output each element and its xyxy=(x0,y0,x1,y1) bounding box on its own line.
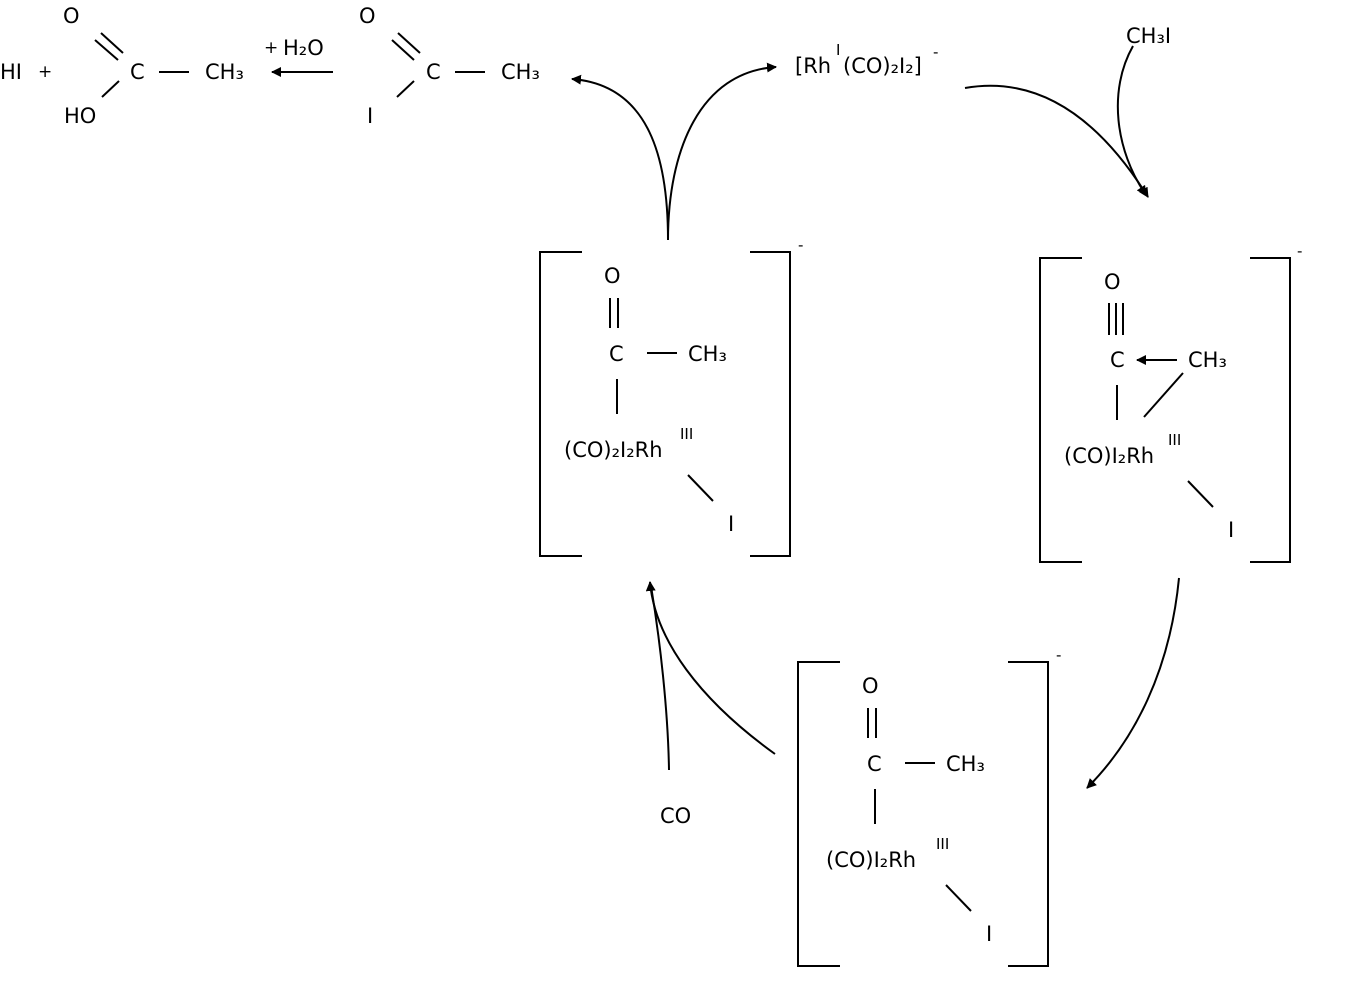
left-bracket xyxy=(539,251,582,557)
acid-hydroxyl: HO xyxy=(64,104,96,128)
acyl-oxygen: O xyxy=(604,264,621,288)
acyl-methyl: CH₃ xyxy=(688,342,727,366)
methyl-rh-bond xyxy=(1143,372,1184,418)
acyl-carbon: C xyxy=(867,752,882,776)
carbonyl-oxygen: O xyxy=(1104,270,1121,294)
iodide-ligand: I xyxy=(1228,518,1234,542)
co-coordination-arrow xyxy=(645,581,776,755)
methyl-iodide-reagent: CH₃I xyxy=(1126,24,1171,48)
complex-charge: - xyxy=(1297,242,1302,260)
rhodium-catalyst: [Rh I (CO)₂I₂] - xyxy=(795,41,938,78)
acyl-complex: - O C CH₃ (CO)I₂Rh III I xyxy=(797,646,1061,967)
rhodium-center: (CO)₂I₂Rh xyxy=(564,438,663,462)
hydrolysis-step: + H₂O xyxy=(264,36,333,77)
catalyst-label-end: (CO)₂I₂] xyxy=(843,54,922,78)
acetyl-c-i-bond xyxy=(396,80,415,98)
acetyl-iodine: I xyxy=(367,104,373,128)
rh-i-bond xyxy=(687,474,714,502)
rhodium-center: (CO)I₂Rh xyxy=(826,848,916,872)
catalyst-charge: - xyxy=(933,43,938,61)
methyl-carbonyl-complex: - O C CH₃ (CO)I₂Rh III I xyxy=(1039,242,1302,563)
rh-i-bond xyxy=(1187,480,1214,508)
water-plus-sign: + xyxy=(264,38,278,58)
rhodium-oxidation-state: III xyxy=(1168,431,1181,449)
right-bracket xyxy=(1008,661,1049,967)
acyl-oxygen: O xyxy=(862,674,879,698)
right-bracket xyxy=(1250,257,1291,563)
right-bracket xyxy=(750,251,791,557)
acid-methyl: CH₃ xyxy=(205,60,244,84)
acid-double-bond-b xyxy=(100,32,124,54)
rhodium-oxidation-state: III xyxy=(936,835,949,853)
rhodium-oxidation-state: III xyxy=(680,425,693,443)
carbonyl-carbon: C xyxy=(1110,348,1125,372)
acid-c-oh-bond xyxy=(101,80,120,98)
iodide-ligand: I xyxy=(728,512,734,536)
acetyl-double-bond-b xyxy=(397,32,421,54)
acetyl-carbon: C xyxy=(426,60,441,84)
rhodium-center: (CO)I₂Rh xyxy=(1064,444,1154,468)
acetyl-iodide: O C CH₃ I xyxy=(359,4,540,128)
iodide-ligand: I xyxy=(986,922,992,946)
hydrogen-iodide: HI xyxy=(0,60,22,84)
co-entry-line xyxy=(650,585,670,771)
left-bracket xyxy=(1039,257,1082,563)
plus-sign: + xyxy=(38,62,52,82)
acyl-methyl: CH₃ xyxy=(946,752,985,776)
oxidative-addition-arrow xyxy=(964,84,1149,198)
catalyst-label-start: [Rh xyxy=(795,54,831,78)
migrating-methyl: CH₃ xyxy=(1188,348,1227,372)
acid-carbon: C xyxy=(130,60,145,84)
carbon-monoxide-reagent: CO xyxy=(660,804,691,828)
complex-charge: - xyxy=(1056,646,1061,664)
rh-i-bond xyxy=(945,884,972,912)
migratory-insertion-arrow xyxy=(1086,577,1180,789)
catalyst-oxidation-state: I xyxy=(836,41,840,59)
reductive-elimination-arrow-to-acetyl-iodide xyxy=(571,74,669,241)
water: H₂O xyxy=(283,36,324,60)
complex-charge: - xyxy=(798,236,803,254)
acetyl-double-bond-a xyxy=(391,39,415,61)
acid-carbonyl-oxygen: O xyxy=(63,4,80,28)
acyl-carbon: C xyxy=(609,342,624,366)
left-bracket xyxy=(797,661,840,967)
acetyl-methyl: CH₃ xyxy=(501,60,540,84)
acetic-acid-products: HI + O C CH₃ HO xyxy=(0,4,244,128)
methyl-iodide-entry-arrow xyxy=(1116,45,1147,196)
acetyl-oxygen: O xyxy=(359,4,376,28)
reductive-elimination-arrow-to-catalyst xyxy=(667,62,777,241)
acid-double-bond-a xyxy=(94,39,119,61)
acyl-carbonyl-complex: - O C CH₃ (CO)₂I₂Rh III I xyxy=(539,236,803,557)
